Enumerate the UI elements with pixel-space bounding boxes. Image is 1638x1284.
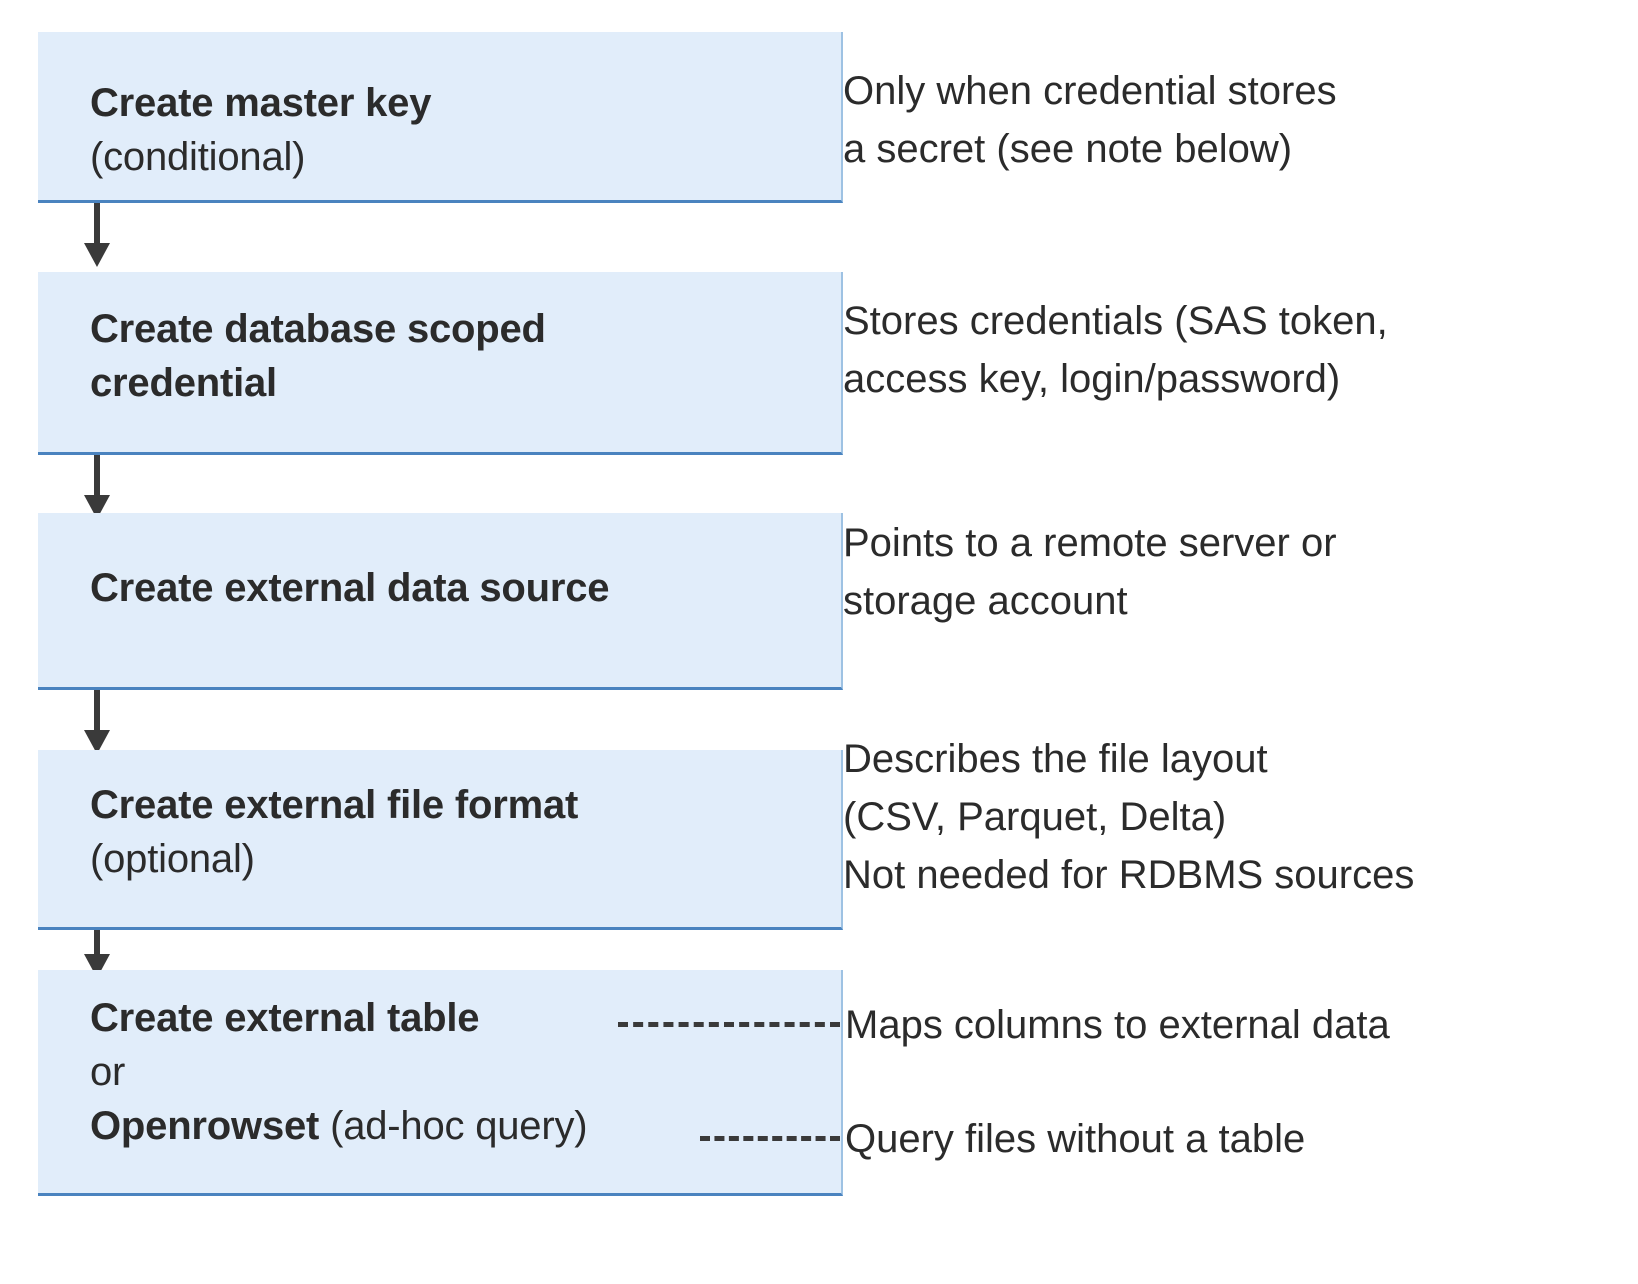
note-create-external-data-source: Points to a remote server or storage acc… xyxy=(843,514,1337,630)
step-5-openrowset-qualifier: (ad-hoc query) xyxy=(319,1104,588,1148)
dashed-connector-external-table xyxy=(618,1022,840,1027)
note-external-table: Maps columns to external data xyxy=(845,996,1390,1054)
note-create-master-key: Only when credential stores a secret (se… xyxy=(843,62,1337,178)
arrow-stem xyxy=(94,930,100,958)
step-1-title: Create master key xyxy=(90,81,432,125)
arrow-stem xyxy=(94,690,100,734)
step-3-title-line: Create external data source xyxy=(90,561,831,615)
step-1-qualifier: (conditional) xyxy=(90,135,306,179)
note-line: Describes the file layout xyxy=(843,737,1268,781)
step-5-title-line-2: Openrowset (ad-hoc query) xyxy=(90,1099,831,1153)
note-line: a secret (see note below) xyxy=(843,127,1293,171)
step-5-title-openrowset: Openrowset xyxy=(90,1104,320,1148)
dashed-connector-openrowset xyxy=(700,1136,840,1141)
arrow-stem xyxy=(94,203,100,247)
step-box-create-external-file-format[interactable]: Create external file format (optional) xyxy=(38,750,843,930)
step-1-qualifier-line: (conditional) xyxy=(90,130,831,184)
note-line: (CSV, Parquet, Delta) xyxy=(843,795,1227,839)
step-4-qualifier: (optional) xyxy=(90,837,255,881)
note-line: Not needed for RDBMS sources xyxy=(843,853,1415,897)
step-box-create-master-key[interactable]: Create master key (conditional) xyxy=(38,32,843,203)
note-create-database-scoped-credential: Stores credentials (SAS token, access ke… xyxy=(843,292,1388,408)
arrow-head xyxy=(84,243,110,267)
note-line: storage account xyxy=(843,579,1128,623)
step-3-title: Create external data source xyxy=(90,566,610,610)
step-5-separator: or xyxy=(90,1050,126,1094)
step-box-create-external-data-source[interactable]: Create external data source xyxy=(38,513,843,690)
arrow-stem xyxy=(94,455,100,499)
note-line: Maps columns to external data xyxy=(845,1003,1390,1047)
note-line: Stores credentials (SAS token, xyxy=(843,299,1388,343)
step-box-create-external-table-or-openrowset[interactable]: Create external table or Openrowset (ad-… xyxy=(38,970,843,1196)
note-line: Query files without a table xyxy=(845,1117,1306,1161)
step-2-title-line-1: Create database scoped xyxy=(90,302,831,356)
step-4-title-line: Create external file format xyxy=(90,778,831,832)
note-line: Only when credential stores xyxy=(843,69,1337,113)
step-5-separator-line: or xyxy=(90,1045,831,1099)
note-line: Points to a remote server or xyxy=(843,521,1337,565)
step-1-title-line: Create master key xyxy=(90,76,831,130)
step-box-create-database-scoped-credential[interactable]: Create database scoped credential xyxy=(38,272,843,455)
note-create-external-file-format: Describes the file layout (CSV, Parquet,… xyxy=(843,730,1414,904)
step-5-title-line-1: Create external table xyxy=(90,991,831,1045)
note-openrowset: Query files without a table xyxy=(845,1110,1305,1168)
step-4-title: Create external file format xyxy=(90,783,579,827)
step-2-title-line-2: credential xyxy=(90,356,831,410)
step-2-title-part-2: credential xyxy=(90,361,277,405)
note-line: access key, login/password) xyxy=(843,357,1341,401)
step-4-qualifier-line: (optional) xyxy=(90,832,831,886)
step-5-title-external-table: Create external table xyxy=(90,996,480,1040)
step-2-title-part-1: Create database scoped xyxy=(90,307,546,351)
